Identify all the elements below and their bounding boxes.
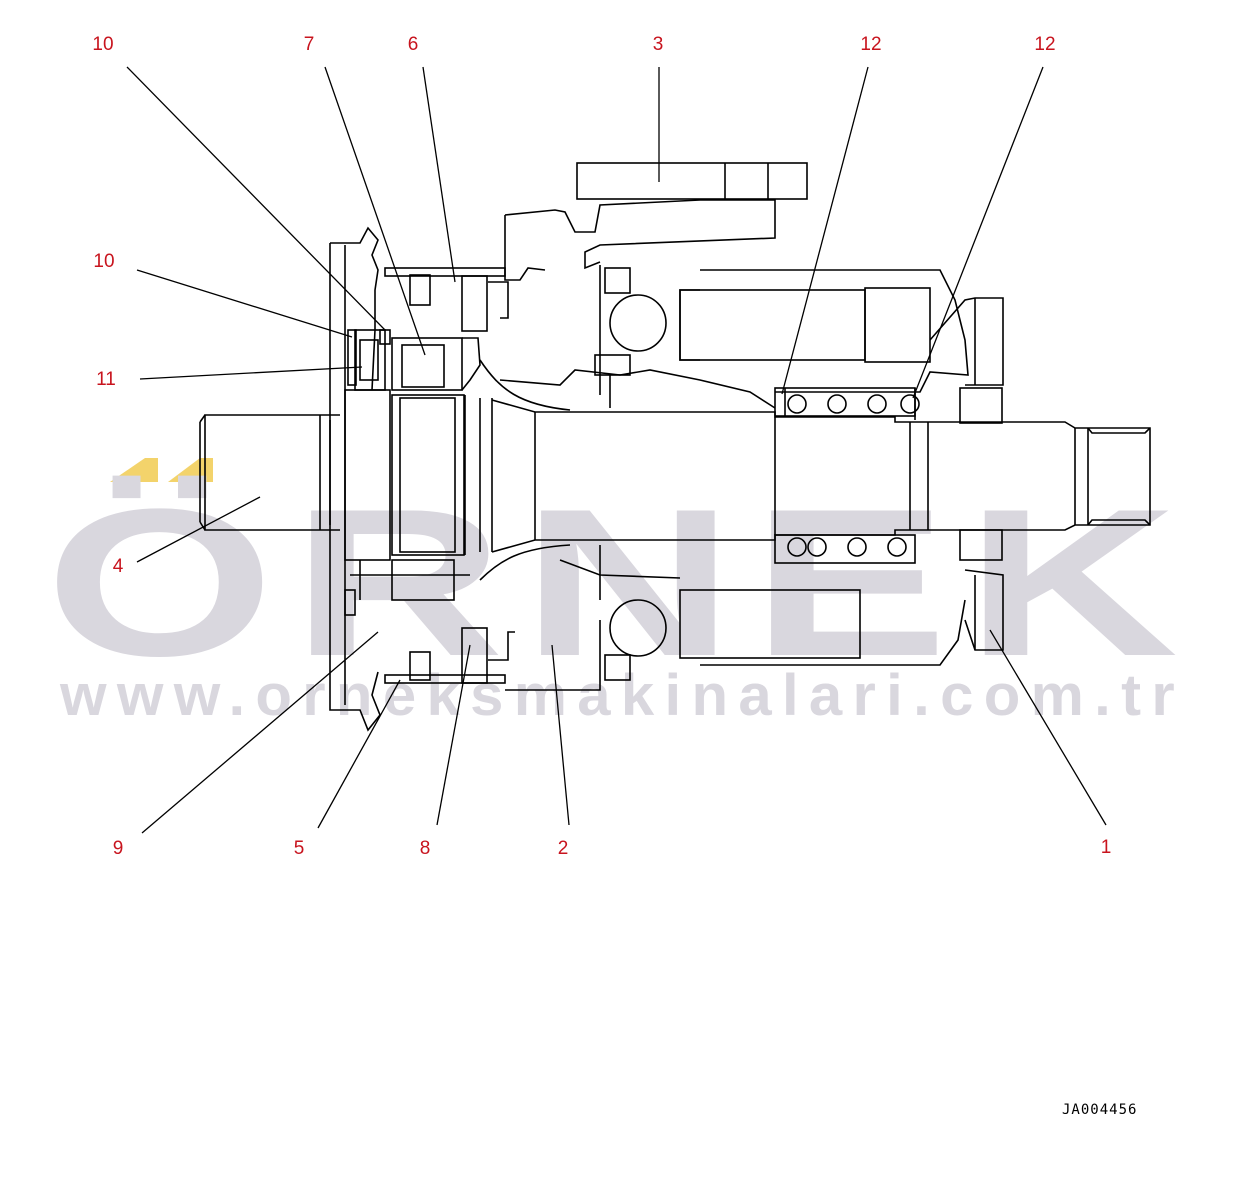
callout-12-a: 12: [860, 34, 881, 55]
upper-bearing-block: [391, 337, 481, 391]
cylinder-block-lower: [505, 545, 966, 691]
watermark-accent-left: [110, 458, 158, 482]
callout-11: 11: [96, 369, 116, 390]
leader-2: [551, 644, 570, 826]
swash-plate-top: [504, 199, 776, 281]
leader-12-a: [781, 66, 869, 395]
leader-10-mid: [136, 269, 353, 338]
leader-11: [139, 366, 363, 380]
leader-10-top: [126, 66, 386, 331]
piston-ball-joint: [594, 265, 667, 408]
pilot-bolts: [384, 267, 515, 684]
bearing-cage-left: [344, 329, 493, 616]
bearing-roller-right: [774, 387, 920, 564]
callout-10-mid: 10: [93, 251, 114, 272]
callout-2: 2: [558, 838, 569, 859]
cylinder-block-upper: [499, 269, 1004, 424]
callout-10-top: 10: [92, 34, 113, 55]
watermark: ÖRNEK www.orneksmakinalari.com.tr: [45, 458, 1195, 728]
callout-7: 7: [304, 34, 315, 55]
callout-1: 1: [1101, 837, 1112, 858]
watermark-brand: ÖRNEK: [45, 465, 1195, 700]
servo-block-3: [576, 162, 808, 200]
callout-8: 8: [420, 838, 431, 859]
watermark-url: www.orneksmakinalari.com.tr: [59, 663, 1185, 728]
leader-6: [422, 66, 456, 283]
callout-6: 6: [408, 34, 419, 55]
leader-12-b: [912, 66, 1044, 399]
watermark-accent-right: [168, 458, 213, 482]
lower-seal-region: [350, 559, 470, 601]
housing-right-cap: [959, 529, 1004, 651]
leader-7: [324, 66, 426, 356]
leader-8: [436, 644, 471, 826]
callout-3: 3: [653, 34, 664, 55]
leader-9: [141, 631, 379, 834]
drawing-code: JA004456: [1062, 1102, 1137, 1118]
callout-12-b: 12: [1034, 34, 1055, 55]
callout-5: 5: [294, 838, 305, 859]
callouts: 10 7 6 3 12 12 10 11 4 9 5 8 2 1: [92, 34, 1111, 859]
input-shaft-left: [199, 414, 340, 531]
leader-4: [136, 496, 261, 563]
callout-4: 4: [113, 556, 124, 577]
shaft-flared-transition: [479, 359, 571, 581]
leader-lines: [126, 66, 1107, 834]
callout-9: 9: [113, 838, 124, 859]
leader-5: [317, 679, 401, 829]
leader-1: [989, 629, 1107, 826]
